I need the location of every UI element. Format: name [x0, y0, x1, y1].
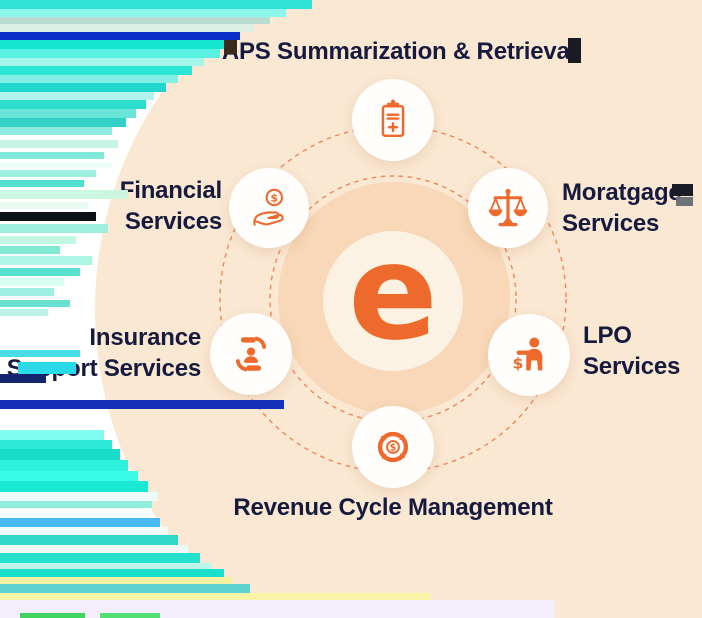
label-insurance-support-services: Insurance Support Services — [6, 324, 201, 382]
label-aps-summarization: APS Summarization & Retrieval — [221, 38, 577, 65]
label-mortgage-services: Moratgage Services — [562, 179, 682, 237]
svg-text:$: $ — [513, 354, 524, 372]
hand-coin-icon: $ — [253, 188, 284, 226]
node-mortgage-services — [468, 168, 548, 248]
revenue-cycle-icon: $ — [370, 431, 416, 470]
node-revenue-cycle-management: $ — [352, 406, 434, 488]
label-lpo-services: LPO Services — [583, 322, 681, 380]
brand-letter: e — [348, 216, 438, 370]
brand-logo: e — [323, 227, 463, 371]
care-hands-icon — [235, 336, 267, 372]
medical-clipboard-icon — [381, 99, 405, 138]
justice-scales-icon — [488, 188, 528, 227]
svg-text:$: $ — [390, 442, 397, 453]
node-lpo-services: $ — [488, 314, 570, 396]
node-aps-summarization — [352, 79, 434, 161]
person-dollar-icon: $ — [513, 337, 543, 372]
node-insurance-support-services — [210, 313, 292, 395]
svg-text:$: $ — [270, 191, 278, 204]
label-revenue-cycle-management: Revenue Cycle Management — [233, 494, 553, 521]
label-financial-services: Financial Services — [119, 177, 222, 235]
node-financial-services: $ — [229, 168, 309, 248]
